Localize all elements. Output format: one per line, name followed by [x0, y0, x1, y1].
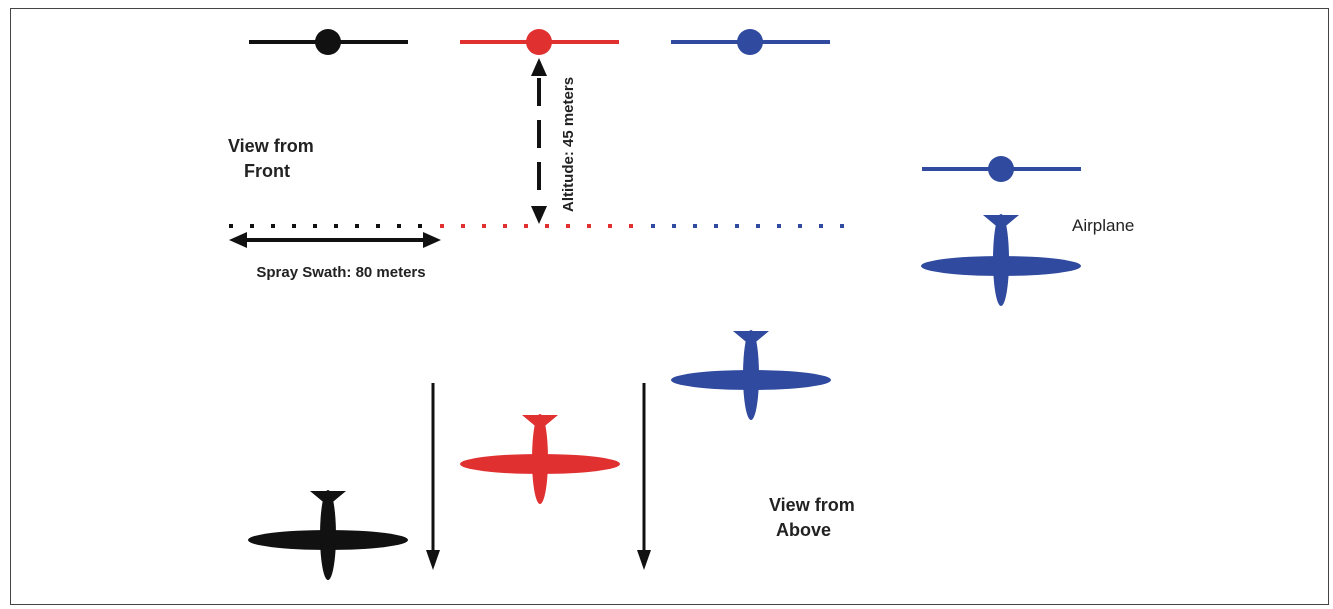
flight-direction-arrow-left — [426, 383, 440, 570]
top-view-airplane-red — [460, 414, 620, 504]
diagram-frame — [10, 8, 1329, 605]
front-view-airplane-blue — [671, 29, 830, 55]
front-view-airplane-red — [460, 29, 619, 55]
legend-airplane-top-icon — [921, 214, 1081, 306]
view-from-front-label: View from Front — [228, 136, 319, 181]
altitude-label: Altitude: 45 meters — [560, 77, 577, 212]
top-view-airplane-blue — [671, 330, 831, 420]
legend-airplane-front-icon — [922, 156, 1081, 182]
front-view-airplane-black — [249, 29, 408, 55]
flight-direction-arrow-right — [637, 383, 651, 570]
top-view-airplane-black — [248, 490, 408, 580]
altitude-arrow — [531, 58, 547, 224]
spray-swath-arrow — [229, 232, 441, 248]
spray-swath-label: Spray Swath: 80 meters — [256, 264, 425, 281]
legend-airplane-label: Airplane — [1072, 216, 1134, 235]
view-from-above-label: View from Above — [769, 495, 860, 540]
